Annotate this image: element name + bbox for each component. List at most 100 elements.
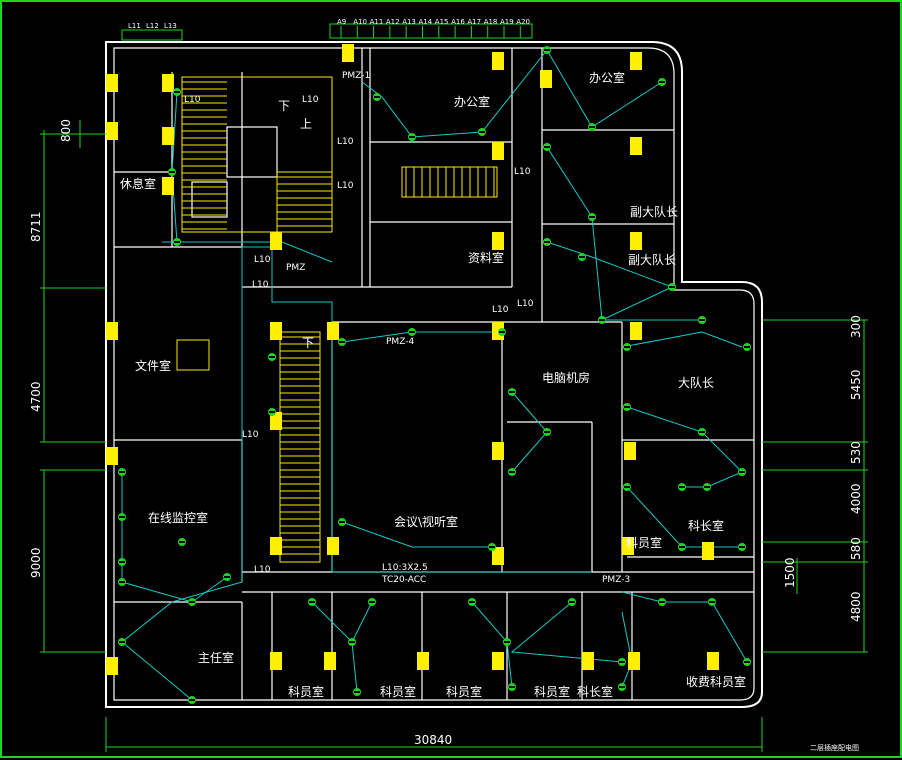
column	[492, 442, 504, 460]
socket-icon	[118, 468, 126, 476]
socket-icon	[598, 316, 606, 324]
structural-columns	[106, 44, 719, 675]
socket-icon	[408, 133, 416, 141]
socket-icon	[658, 78, 666, 86]
stair-down-label-2: 下	[302, 336, 314, 350]
top-label: A18	[484, 18, 498, 26]
socket-icon	[618, 683, 626, 691]
socket-icon	[468, 598, 476, 606]
socket-icon	[188, 696, 196, 704]
socket-icon	[118, 513, 126, 521]
room-labels: 办公室 办公室 休息室 资料室 副大队长 副大队长 文件室 电脑机房 大队长 在…	[120, 70, 746, 699]
socket-icon	[678, 483, 686, 491]
interior-walls	[114, 48, 754, 700]
socket-icon	[308, 598, 316, 606]
top-label: A20	[516, 18, 530, 26]
circuit-l10-d: L10	[337, 181, 354, 191]
socket-icon	[178, 538, 186, 546]
top-left-label: L12	[146, 22, 159, 30]
circuit-l10-j: L10	[242, 430, 259, 440]
panel-pmz1: PMZ-1	[342, 71, 370, 81]
column	[342, 44, 354, 62]
dim-4700: 4700	[29, 381, 43, 412]
socket-icon	[118, 578, 126, 586]
column	[417, 652, 429, 670]
socket-icon	[543, 46, 551, 54]
room-section-chief-r: 科长室	[688, 518, 724, 533]
socket-icon	[268, 408, 276, 416]
top-label: A15	[435, 18, 449, 26]
stair-down-label-1: 下	[278, 99, 290, 113]
socket-icon	[668, 283, 676, 291]
socket-icon	[543, 143, 551, 151]
dim-5450: 5450	[849, 369, 863, 400]
top-label: A14	[419, 18, 433, 26]
room-document: 文件室	[135, 358, 171, 373]
top-left-label: L11	[128, 22, 141, 30]
socket-icon	[503, 638, 511, 646]
socket-icon	[623, 403, 631, 411]
circuit-l10-e: L10	[514, 167, 531, 177]
socket-icon	[708, 598, 716, 606]
socket-icon	[543, 428, 551, 436]
top-label: A9	[337, 18, 346, 26]
room-rest: 休息室	[120, 176, 156, 191]
room-captain: 大队长	[678, 375, 714, 390]
socket-icon	[223, 573, 231, 581]
column	[492, 142, 504, 160]
room-computer: 电脑机房	[542, 370, 590, 385]
socket-icon	[188, 598, 196, 606]
top-label: A12	[386, 18, 400, 26]
column	[106, 322, 118, 340]
column	[492, 52, 504, 70]
column	[270, 322, 282, 340]
socket-icon	[508, 683, 516, 691]
socket-icon	[703, 483, 711, 491]
column	[630, 322, 642, 340]
socket-icon	[168, 168, 176, 176]
socket-icon	[173, 88, 181, 96]
circuit-l10-h: L10	[492, 305, 509, 315]
panel-pmz4: PMZ-4	[386, 337, 414, 347]
dimensions-left: 800 8711 4700 9000	[29, 119, 106, 653]
dim-4000: 4000	[849, 483, 863, 514]
socket-icon	[658, 598, 666, 606]
circuit-l10-g: L10	[252, 280, 269, 290]
room-fee-staff: 收费科员室	[686, 674, 746, 689]
socket-icon	[698, 428, 706, 436]
dim-8711: 8711	[29, 211, 43, 242]
socket-icon	[568, 598, 576, 606]
socket-icon	[498, 328, 506, 336]
stair-treads	[182, 81, 495, 555]
column	[622, 537, 634, 555]
column	[630, 137, 642, 155]
column	[582, 652, 594, 670]
top-label: A11	[370, 18, 384, 26]
column	[324, 652, 336, 670]
panel-pmz3: PMZ-3	[602, 575, 630, 585]
column	[270, 232, 282, 250]
column	[327, 322, 339, 340]
socket-icon	[588, 213, 596, 221]
socket-icon	[578, 253, 586, 261]
dimensions-right: 300 5450 530 4000 580 1500 4800	[762, 315, 868, 653]
room-staff-b1: 科员室	[288, 684, 324, 699]
top-label: A17	[467, 18, 481, 26]
dim-1500: 1500	[783, 557, 797, 588]
room-office-mid: 办公室	[454, 94, 490, 109]
socket-icon	[268, 353, 276, 361]
column	[162, 127, 174, 145]
circuit-l10-f: L10	[254, 255, 271, 265]
column	[162, 177, 174, 195]
column	[106, 447, 118, 465]
dim-total-width: 30840	[414, 733, 452, 747]
socket-icon	[118, 558, 126, 566]
circuit-tc-main: TC20-ACC	[381, 575, 426, 585]
column	[628, 652, 640, 670]
room-deputy-1: 副大队长	[630, 204, 678, 219]
socket-icon	[353, 688, 361, 696]
circuit-labels: PMZ-1 PMZ PMZ-4 PMZ-3 L10 L10 L10 L10 L1…	[184, 71, 630, 585]
column	[327, 537, 339, 555]
socket-icon	[543, 238, 551, 246]
